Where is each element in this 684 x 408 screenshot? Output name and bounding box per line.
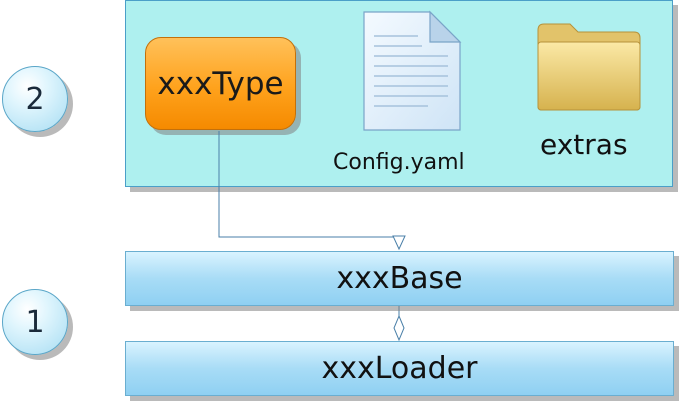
- layer-2-badge: 2: [2, 66, 68, 132]
- layer-1-badge: 1: [2, 289, 68, 355]
- xxx-loader-label: xxxLoader: [321, 351, 478, 386]
- composition-diamond: [393, 314, 405, 342]
- document-icon: [363, 10, 462, 131]
- extras-label: extras: [540, 128, 628, 161]
- xxx-base-bar: xxxBase: [125, 251, 674, 306]
- xxx-type-label: xxxType: [157, 65, 284, 102]
- xxx-base-label: xxxBase: [336, 261, 463, 296]
- layer-1-number: 1: [25, 304, 45, 340]
- xxx-loader-bar: xxxLoader: [125, 341, 674, 396]
- xxx-type-box: xxxType: [145, 37, 296, 130]
- inheritance-arrowhead: [392, 235, 406, 251]
- inheritance-connector: [218, 131, 400, 243]
- folder-icon: [537, 23, 641, 111]
- layer-2-number: 2: [25, 81, 45, 117]
- config-file-label: Config.yaml: [333, 150, 465, 175]
